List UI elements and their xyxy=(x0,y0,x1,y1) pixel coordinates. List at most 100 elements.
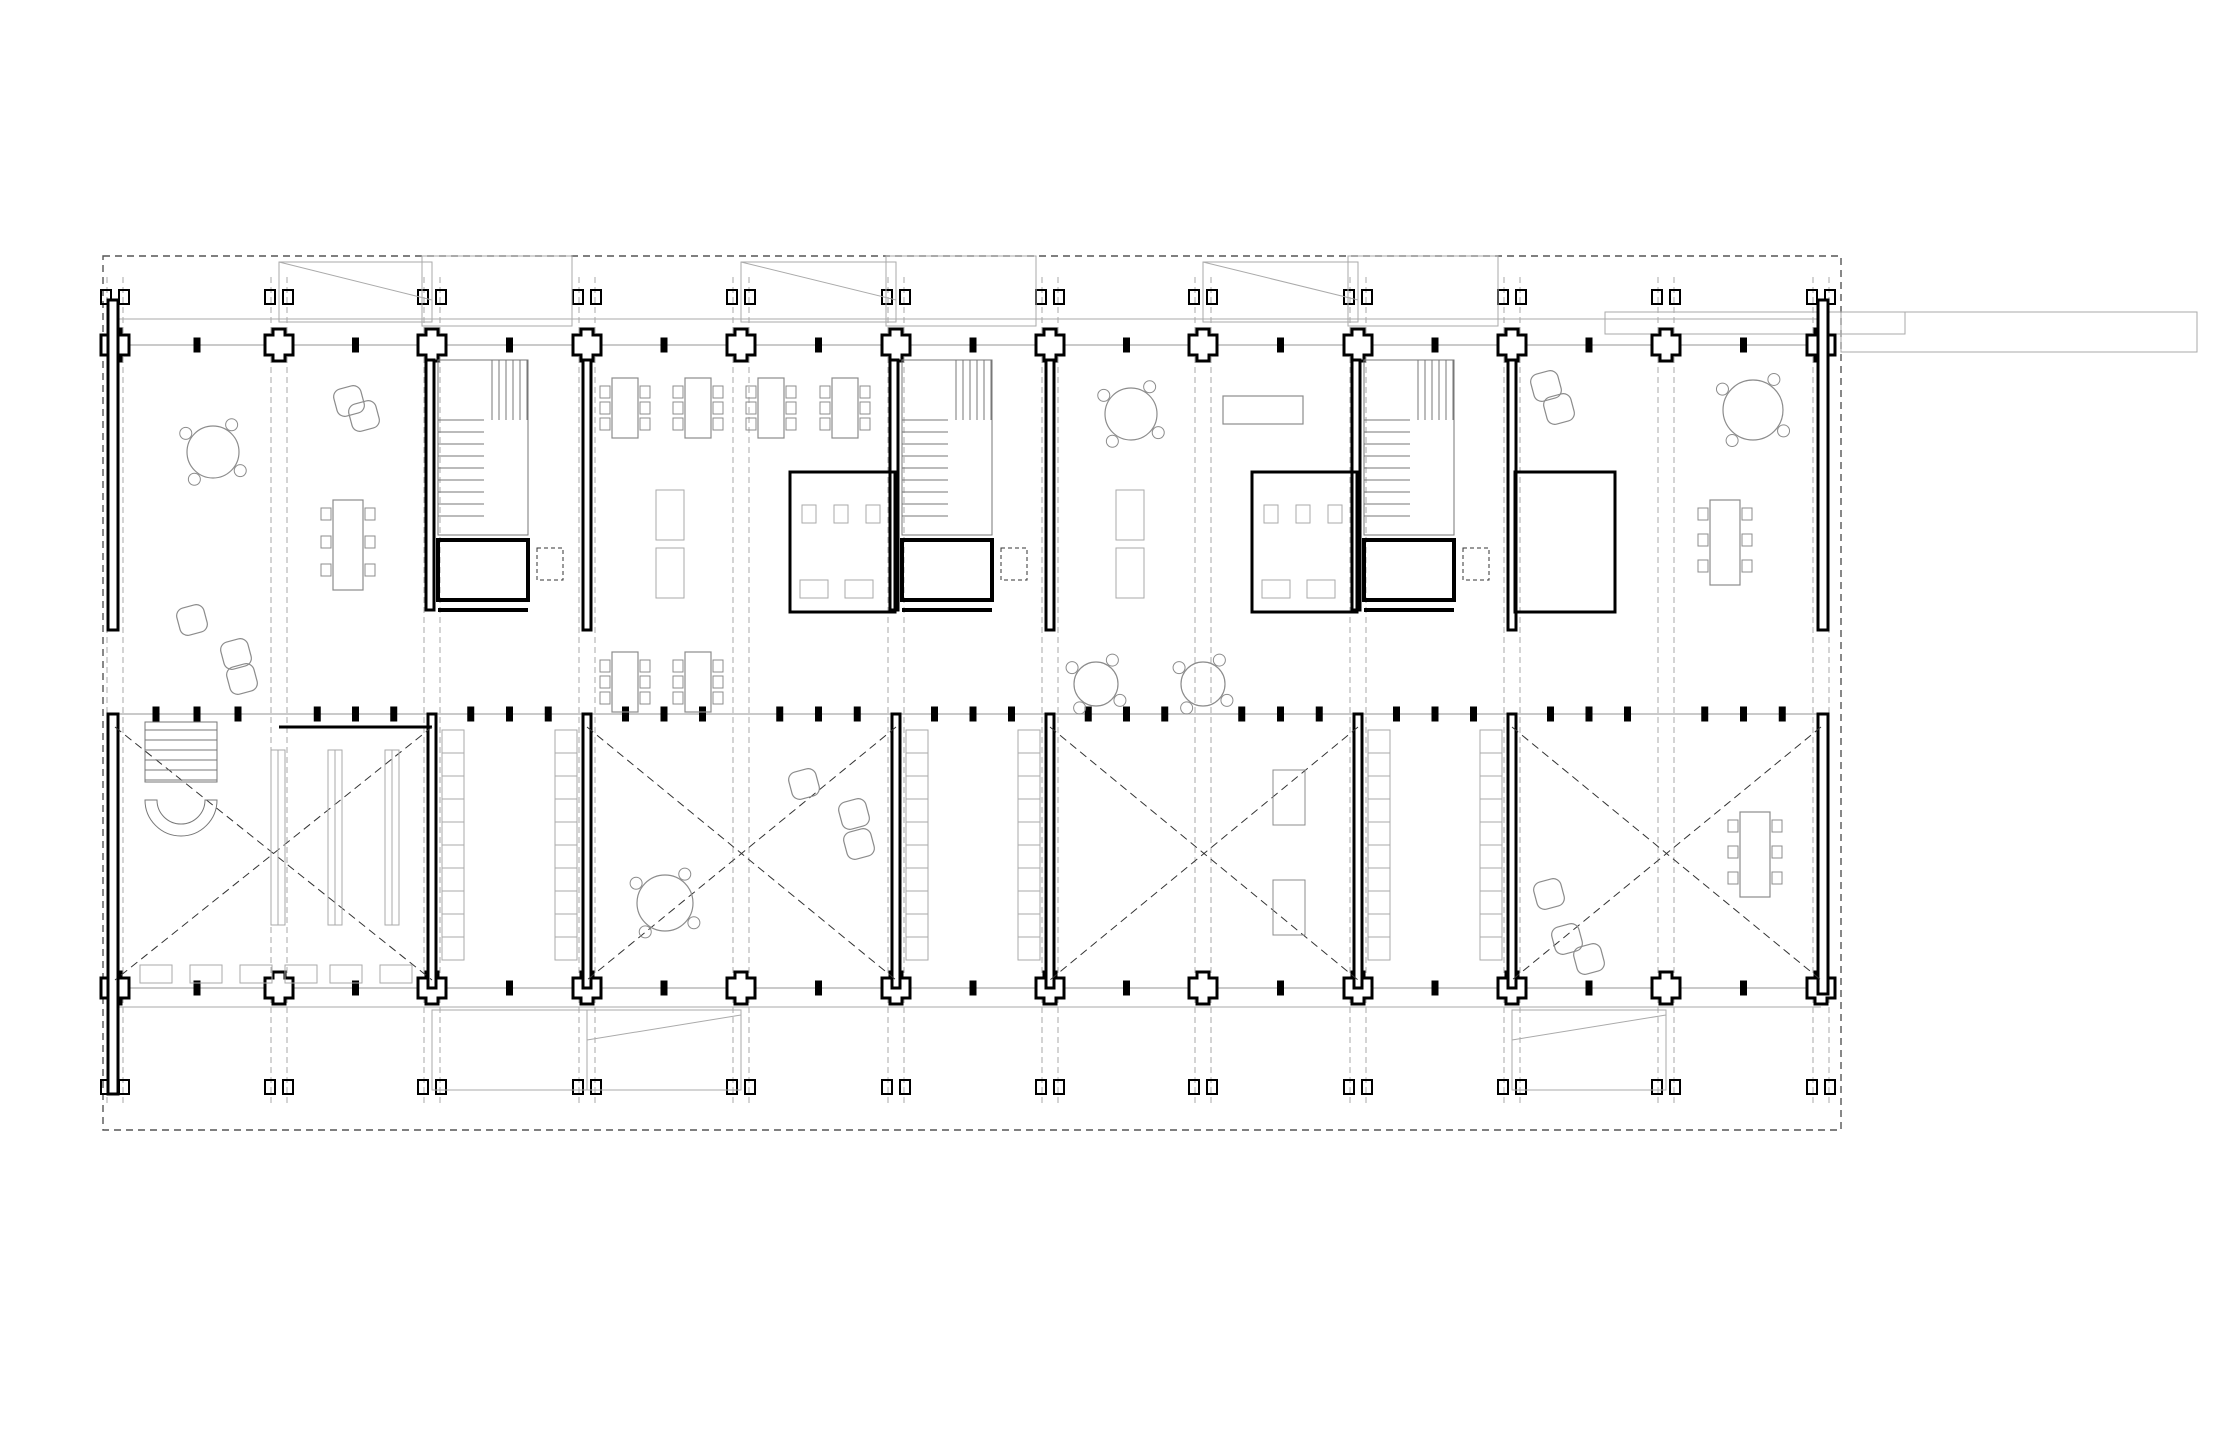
chair xyxy=(1771,845,1783,859)
mullion xyxy=(152,706,160,722)
wc-block xyxy=(1250,470,1359,614)
mullion xyxy=(931,706,938,722)
mullion xyxy=(1123,980,1130,996)
mullion xyxy=(1123,706,1130,722)
chair xyxy=(1113,693,1127,707)
column-pier xyxy=(1187,970,1219,1006)
mullion xyxy=(1238,706,1246,722)
lounge-chair xyxy=(838,798,870,830)
sink xyxy=(799,579,829,599)
lounge-chair xyxy=(1530,370,1562,402)
column-pier xyxy=(880,327,912,363)
balcony-post xyxy=(1669,1079,1681,1095)
chair xyxy=(672,675,684,689)
lounge-chair xyxy=(788,768,820,800)
chair xyxy=(1741,533,1753,547)
chair xyxy=(687,916,701,930)
round-table xyxy=(1073,661,1119,707)
chair xyxy=(672,417,684,431)
chair xyxy=(1143,380,1157,394)
mullion xyxy=(1277,706,1284,722)
balcony-post xyxy=(744,289,756,305)
column-pier xyxy=(1650,327,1682,363)
party-wall xyxy=(1506,712,1518,990)
balcony-slope xyxy=(1202,261,1359,301)
chair xyxy=(859,401,871,415)
toilet xyxy=(1327,504,1343,524)
chair xyxy=(819,417,831,431)
lounge-chair xyxy=(348,400,380,432)
elevator-shaft xyxy=(1362,538,1456,602)
round-table xyxy=(1104,387,1158,441)
lounge-chair xyxy=(176,604,208,636)
column-pier xyxy=(571,327,603,363)
mullion xyxy=(1624,706,1631,722)
top-balcony xyxy=(1202,261,1359,323)
void-diagonal xyxy=(1049,726,1359,981)
mullion xyxy=(1315,706,1323,722)
mullion xyxy=(1547,706,1554,722)
mullion xyxy=(193,980,201,996)
chair xyxy=(639,691,651,705)
site-boundary-line xyxy=(102,255,1842,1131)
balcony-post xyxy=(1343,1079,1355,1095)
balcony-post xyxy=(1824,1079,1836,1095)
chair xyxy=(712,385,724,399)
bench-seat xyxy=(239,964,273,984)
chair xyxy=(1767,372,1781,386)
chair xyxy=(1180,701,1194,715)
column-pier xyxy=(263,970,295,1006)
chair xyxy=(599,401,611,415)
toilet xyxy=(1295,504,1311,524)
balcony-post xyxy=(1497,289,1509,305)
chair xyxy=(233,464,247,478)
chair xyxy=(639,675,651,689)
mullion xyxy=(969,706,977,722)
toilet xyxy=(801,504,817,524)
round-table xyxy=(186,425,240,479)
desk-pair xyxy=(1272,769,1306,826)
chair xyxy=(599,659,611,673)
balcony-post xyxy=(1053,289,1065,305)
mullion xyxy=(467,706,475,722)
stair xyxy=(1363,359,1455,536)
chair xyxy=(1697,507,1709,521)
top-balcony xyxy=(278,261,433,323)
column-pier xyxy=(1342,327,1374,363)
long-table xyxy=(611,651,639,713)
toilet xyxy=(865,504,881,524)
balcony-post xyxy=(264,1079,276,1095)
chair xyxy=(638,925,652,939)
balcony-box xyxy=(1347,255,1499,327)
chair xyxy=(1727,845,1739,859)
lounge-chair xyxy=(226,663,258,695)
chair xyxy=(599,691,611,705)
party-wall xyxy=(581,358,593,632)
bottom-balcony xyxy=(586,1009,742,1091)
column-pier xyxy=(1496,327,1528,363)
column-pier xyxy=(416,327,448,363)
balcony-post xyxy=(1669,289,1681,305)
lounge-chair xyxy=(1551,923,1583,955)
column-pier xyxy=(1187,327,1219,363)
column-pier xyxy=(725,970,757,1006)
long-table xyxy=(332,499,364,591)
mullion xyxy=(1740,980,1747,996)
balcony-post xyxy=(1806,289,1818,305)
elevator-shaft xyxy=(436,538,530,602)
chair xyxy=(1771,871,1783,885)
chair xyxy=(639,385,651,399)
balcony-box xyxy=(421,255,573,327)
bench-seat xyxy=(329,964,363,984)
balcony-post xyxy=(1361,289,1373,305)
chair xyxy=(1172,661,1186,675)
long-table xyxy=(757,377,785,439)
party-wall xyxy=(1044,712,1056,990)
exterior-wall-right xyxy=(1816,298,1830,632)
balcony-box xyxy=(885,255,1037,327)
mullion xyxy=(1585,337,1593,353)
balcony-post xyxy=(744,1079,756,1095)
mullion xyxy=(1123,337,1130,353)
balcony-post xyxy=(1824,289,1836,305)
